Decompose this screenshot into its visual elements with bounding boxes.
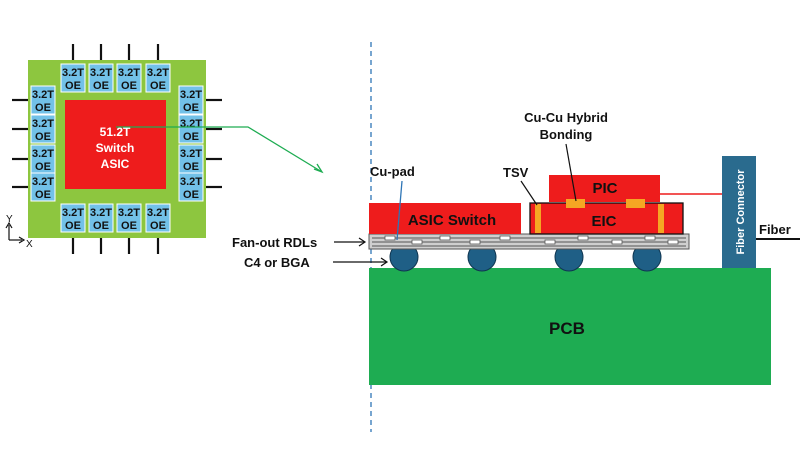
bond-pad (626, 199, 645, 208)
fanout-rdls-arrow (334, 237, 367, 247)
oe-chip-label-line1: 3.2T (62, 207, 84, 219)
oe-chip-label-line1: 3.2T (32, 89, 54, 101)
fanout-rdls-label: Fan-out RDLs (232, 235, 317, 250)
axis-x-label: X (26, 239, 33, 250)
asic-switch-die (369, 203, 521, 234)
oe-chip-label-line2: OE (35, 102, 51, 114)
asic-die (65, 100, 166, 189)
oe-chip-label-line2: OE (35, 189, 51, 201)
cross-section: PCB ASIC Switch (232, 110, 800, 385)
package-pins (12, 44, 222, 254)
oe-chip-label-line2: OE (35, 131, 51, 143)
oe-chip-label-line2: OE (93, 220, 109, 232)
oe-chip-group: 3.2TOE3.2TOE3.2TOE3.2TOE3.2TOE3.2TOE3.2T… (30, 63, 204, 233)
oe-chip-label-line2: OE (183, 189, 199, 201)
oe-chip-label-line2: OE (150, 80, 166, 92)
oe-chip-label-line1: 3.2T (32, 118, 54, 130)
tsv-pointer (520, 180, 538, 206)
asic-label-line3: ASIC (101, 157, 130, 171)
asic-label-line1: 51.2T (100, 125, 131, 139)
fiber-connector-label: Fiber Connector (735, 169, 747, 255)
cu-pad-pointer (396, 180, 403, 241)
oe-chip-label-line1: 3.2T (62, 67, 84, 79)
oe-chip-label-line1: 3.2T (180, 176, 202, 188)
eic-label: EIC (591, 213, 616, 230)
c4-bga-label: C4 or BGA (244, 255, 310, 270)
oe-chip-label-line1: 3.2T (180, 148, 202, 160)
oe-chip-label-line1: 3.2T (32, 176, 54, 188)
oe-chip-label-line1: 3.2T (180, 118, 202, 130)
bonding-pointer (565, 143, 577, 202)
oe-chip-label-line1: 3.2T (118, 67, 140, 79)
oe-chip-label-line1: 3.2T (147, 67, 169, 79)
oe-chip-label-line1: 3.2T (32, 148, 54, 160)
cu-cu-bonding-label-line2: Bonding (540, 127, 593, 142)
c4-bga-arrow (333, 257, 389, 267)
oe-chip-label-line2: OE (183, 131, 199, 143)
tsv-right (658, 204, 664, 233)
fiber-connector (722, 156, 756, 268)
asic-label-line2: Switch (96, 141, 135, 155)
oe-chip-label-line2: OE (150, 220, 166, 232)
oe-chip-label-line2: OE (183, 161, 199, 173)
oe-chip-label-line1: 3.2T (147, 207, 169, 219)
asic-switch-label: ASIC Switch (408, 212, 496, 229)
oe-chip-label-line2: OE (93, 80, 109, 92)
pic-die (549, 175, 660, 202)
oe-chip-label-line2: OE (121, 80, 137, 92)
oe-chip-label-line1: 3.2T (180, 89, 202, 101)
pcb-board (369, 268, 771, 385)
tsv-label: TSV (503, 165, 529, 180)
oe-chip-label-line2: OE (183, 102, 199, 114)
tsv-left (535, 204, 541, 233)
oe-chip-label-line1: 3.2T (90, 67, 112, 79)
axis-y-label: Y (6, 214, 13, 225)
pcb-label: PCB (549, 319, 585, 338)
oe-chip-label-line2: OE (65, 220, 81, 232)
rdl-traces (372, 237, 686, 247)
axis-indicator (5, 221, 26, 244)
rdl-vias (384, 235, 679, 245)
oe-chip-label-line2: OE (121, 220, 137, 232)
top-view: 3.2TOE3.2TOE3.2TOE3.2TOE3.2TOE3.2TOE3.2T… (5, 44, 222, 254)
fiber-label: Fiber (759, 222, 791, 237)
cu-cu-bonding-label-line1: Cu-Cu Hybrid (524, 110, 608, 125)
eic-die (529, 202, 684, 235)
bond-pad (566, 199, 585, 208)
cu-pad-label: Cu-pad (370, 164, 415, 179)
zoom-arrow (116, 126, 324, 174)
pic-label: PIC (592, 180, 617, 197)
oe-chip-label-line1: 3.2T (90, 207, 112, 219)
oe-chip-label-line2: OE (35, 161, 51, 173)
bga-balls (389, 242, 662, 272)
oe-chip-label-line2: OE (65, 80, 81, 92)
oe-chip-label-line1: 3.2T (118, 207, 140, 219)
